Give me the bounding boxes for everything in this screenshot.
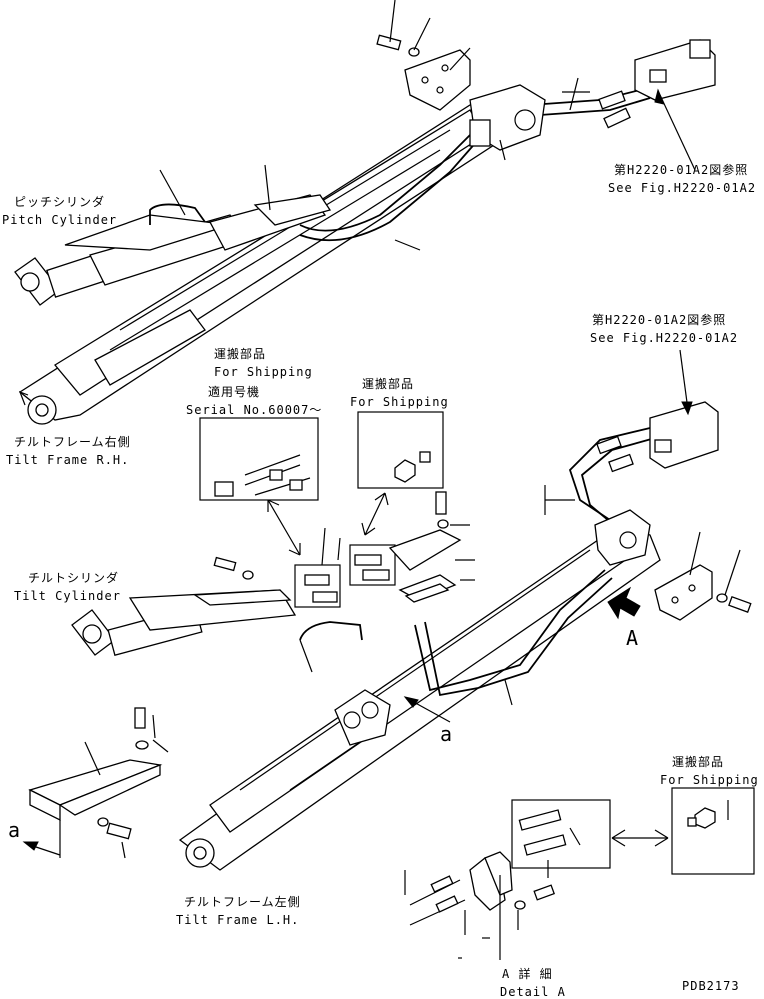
double-arrows xyxy=(267,492,669,847)
tilt-frame-rh-en: Tilt Frame R.H. xyxy=(6,453,130,467)
tilt-frame-rh-jp: チルトフレーム右側 xyxy=(14,435,131,449)
shipping-2-jp: 運搬部品 xyxy=(362,377,415,391)
tilt-cylinder-en: Tilt Cylinder xyxy=(14,589,121,603)
shipping-nuts-3 xyxy=(687,807,716,829)
lower-valve-block xyxy=(649,401,719,469)
shipping-1-jp: 運搬部品 xyxy=(214,347,267,361)
detail-A-parts xyxy=(409,809,567,926)
detail-label-a: a xyxy=(440,722,453,746)
tilt-frame-lh xyxy=(178,524,661,871)
ref-mid-jp: 第H2220-01A2図参照 xyxy=(592,313,727,327)
lower-flange-plate xyxy=(654,564,752,621)
serial-detail-fittings xyxy=(214,454,311,497)
detail-A-box xyxy=(511,799,611,869)
view-arrow-A xyxy=(607,586,641,620)
serial-en: Serial No.60007～ xyxy=(186,403,323,417)
tilt-cylinder xyxy=(71,556,363,656)
tilt-frame-lh-en: Tilt Frame L.H. xyxy=(176,913,300,927)
upper-valve-block xyxy=(634,39,716,101)
serial-jp: 適用号機 xyxy=(208,385,261,399)
shipping-1-en: For Shipping xyxy=(214,365,313,379)
detail-A-en: Detail A xyxy=(500,985,566,999)
center-fittings xyxy=(294,491,462,608)
shipping-3-jp: 運搬部品 xyxy=(672,755,725,769)
pitch-cylinder-en: Pitch Cylinder xyxy=(2,213,118,227)
shipping-2-en: For Shipping xyxy=(350,395,449,409)
tilt-frame-rh xyxy=(18,94,542,425)
callout-leaders xyxy=(59,0,741,960)
ref-mid-en: See Fig.H2220-01A2 xyxy=(590,331,739,345)
detail-A-jp: A 詳 細 xyxy=(502,967,553,981)
lower-hoses xyxy=(414,427,656,697)
pitch-cylinder xyxy=(14,194,332,306)
tilt-frame-lh-jp: チルトフレーム左側 xyxy=(184,895,301,909)
upper-flange-plate xyxy=(376,34,471,111)
shipping-detail-box-2 xyxy=(357,411,444,489)
lower-manifold xyxy=(594,509,651,566)
shipping-detail-box-3 xyxy=(671,787,755,875)
view-label-A: A xyxy=(626,626,639,650)
serial-detail-box xyxy=(199,417,319,501)
drawing-number: PDB2173 xyxy=(682,979,740,993)
leader-arrows xyxy=(22,88,696,856)
tilt-cylinder-jp: チルトシリンダ xyxy=(28,571,120,585)
ref-upper-en: See Fig.H2220-01A2 xyxy=(608,181,757,195)
a-bracket xyxy=(28,707,163,840)
shipping-nuts-2 xyxy=(394,451,431,483)
shipping-3-en: For Shipping xyxy=(660,773,759,787)
ref-upper-jp: 第H2220-01A2図参照 xyxy=(614,163,749,177)
upper-manifold xyxy=(469,84,546,151)
pitch-cylinder-jp: ピッチシリンダ xyxy=(14,195,106,209)
detail-arrow-a: a xyxy=(8,818,21,842)
